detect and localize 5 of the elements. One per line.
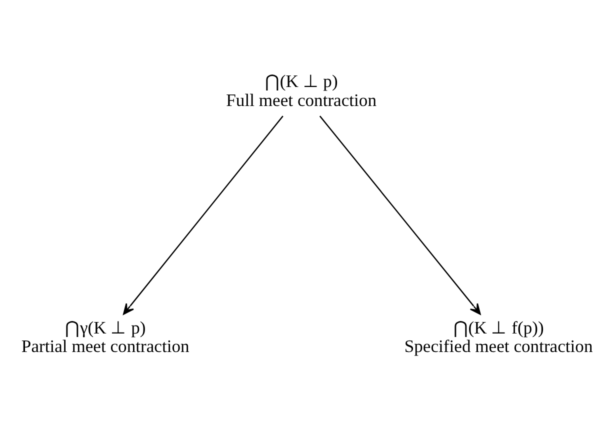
node-text: ⋂(K ⊥ f(p)) Specified meet contraction <box>404 316 593 356</box>
node-text: ⋂γ(K ⊥ p) Partial meet contraction <box>21 316 190 356</box>
node-text: ⋂(K ⊥ p) Full meet contraction <box>226 70 377 110</box>
arrow <box>123 115 284 314</box>
arrow <box>319 115 481 314</box>
